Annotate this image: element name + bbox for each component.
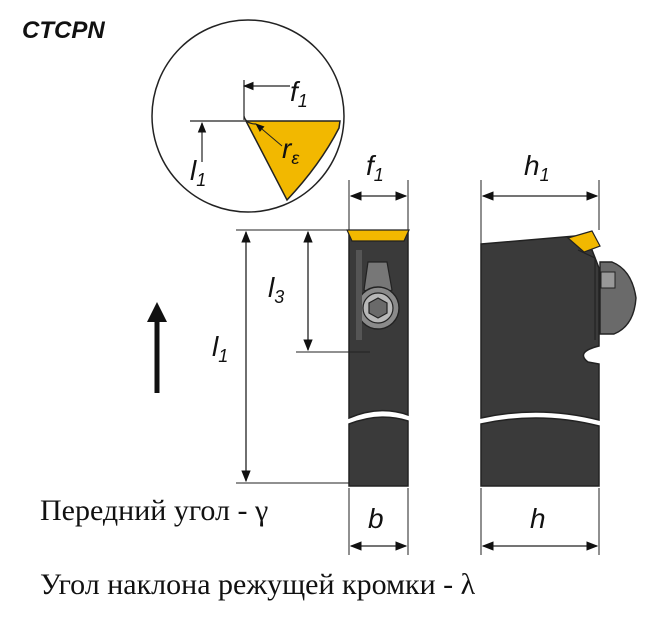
front-insert: [346, 229, 410, 242]
hex-socket-icon: [368, 297, 388, 319]
side-holder-lower: [480, 417, 600, 487]
front-l1-label: l1: [212, 331, 228, 366]
front-view: f1 l1 l3 b: [147, 150, 410, 555]
front-b-label: b: [368, 503, 384, 534]
rake-angle-caption: Передний угол - γ: [40, 494, 269, 527]
side-view: h1 h: [480, 150, 637, 555]
detail-f1-label: f1: [290, 76, 308, 111]
feed-direction-arrow-icon: [147, 302, 167, 322]
side-h1-label: h1: [524, 150, 550, 185]
front-holder-lower: [348, 416, 409, 487]
inclination-angle-caption: Угол наклона режущей кромки - λ: [40, 568, 476, 601]
side-h-label: h: [530, 503, 546, 534]
detail-radius-leader: [255, 123, 283, 147]
diagram-title: CTCPN: [22, 17, 105, 44]
side-holder-upper: [480, 235, 600, 421]
side-insert: [566, 230, 601, 253]
detail-circle: [151, 19, 345, 213]
detail-l1-label: l1: [190, 155, 206, 190]
detail-radius-label: rε: [282, 133, 300, 168]
front-f1-label: f1: [366, 150, 384, 185]
insert-detail-view: f1 l1 rε: [151, 19, 345, 213]
insert-corner-shape: [244, 120, 341, 202]
front-l3-label: l3: [268, 272, 284, 307]
